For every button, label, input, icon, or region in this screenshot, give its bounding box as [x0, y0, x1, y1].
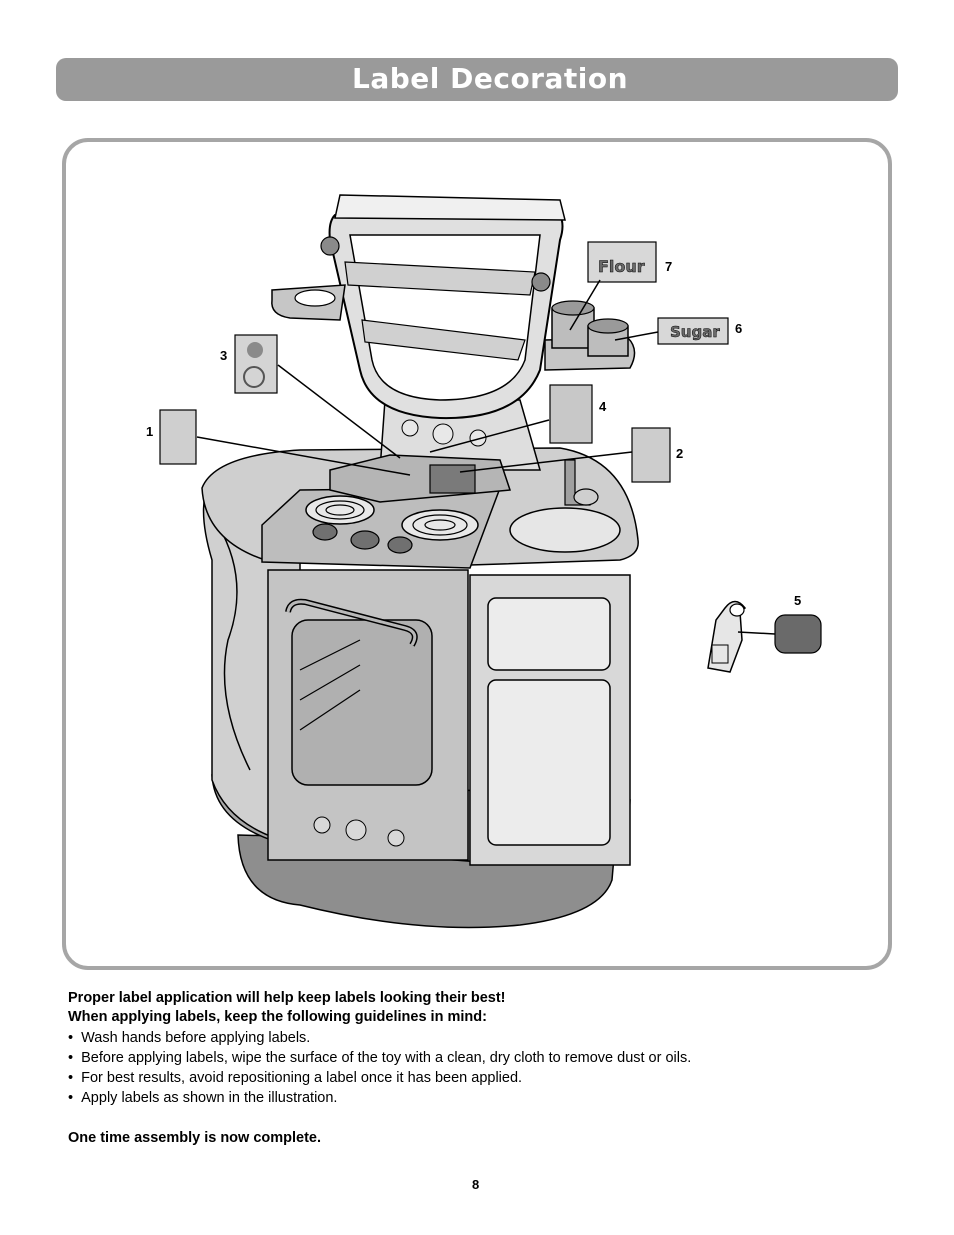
- instructions-intro: Proper label application will help keep …: [68, 989, 506, 1027]
- oven-rack-3: [299, 689, 361, 731]
- phone-icon: [707, 600, 747, 673]
- callout-2: 2: [676, 446, 683, 461]
- hood-knob-left: [320, 236, 340, 256]
- oven-rack-2: [299, 664, 361, 701]
- intro-line-1: Proper label application will help keep …: [68, 990, 506, 1006]
- list-item: Apply labels as shown in the illustratio…: [68, 1088, 691, 1108]
- leader-lines: [196, 279, 776, 635]
- callout-1: 1: [146, 424, 153, 439]
- list-item: Before applying labels, wipe the surface…: [68, 1048, 691, 1068]
- hood-knob-right: [531, 272, 551, 292]
- hood-inner: [349, 234, 541, 401]
- sugar-label-text: Sugar: [670, 323, 720, 341]
- intro-line-2: When applying labels, keep the following…: [68, 1009, 487, 1025]
- flour-canister: [551, 300, 595, 349]
- sink-basin: [509, 507, 621, 553]
- label-5-thumbnail: [774, 614, 822, 654]
- hood-cap: [334, 194, 566, 221]
- left-cup-holder: [294, 289, 336, 307]
- faucet-handle: [573, 488, 599, 506]
- callout-4: 4: [599, 399, 607, 414]
- fridge-door-bottom: [487, 679, 611, 846]
- label-sugar-thumbnail: [657, 317, 729, 345]
- callout-6: 6: [735, 321, 742, 336]
- sugar-canister: [587, 318, 629, 357]
- flour-label-text: Flour: [598, 257, 645, 276]
- label-flour-thumbnail: [587, 241, 657, 283]
- stove-knobs: [312, 523, 413, 554]
- label-1-thumbnail: [159, 409, 197, 465]
- label-4-thumbnail: [549, 384, 593, 444]
- oven-rack-1: [299, 639, 361, 671]
- label-2-thumbnail: [631, 427, 671, 483]
- list-item: For best results, avoid repositioning a …: [68, 1068, 691, 1088]
- left-side-cutout: [217, 524, 251, 771]
- burner-left: [305, 495, 375, 525]
- completion-note: One time assembly is now complete.: [68, 1130, 322, 1146]
- oven-flowers: [313, 816, 405, 847]
- callout-7: 7: [665, 259, 672, 274]
- guidelines-list: Wash hands before applying labels. Befor…: [68, 1028, 691, 1108]
- illustration-frame: [62, 138, 892, 970]
- fridge-door-top: [487, 597, 611, 671]
- hood-shelf-top: [344, 261, 536, 296]
- backsplash-flowers: [401, 419, 487, 447]
- burner-right: [401, 509, 479, 541]
- callout-5: 5: [794, 593, 801, 608]
- page-number: 8: [472, 1177, 480, 1192]
- header-bar: Label Decoration: [56, 58, 898, 101]
- oven-window: [291, 619, 433, 786]
- hood-shelf-bottom: [361, 319, 526, 361]
- list-item: Wash hands before applying labels.: [68, 1028, 691, 1048]
- phone-cradle: [429, 464, 476, 494]
- page-title: Label Decoration: [352, 62, 629, 95]
- callout-3: 3: [220, 348, 227, 363]
